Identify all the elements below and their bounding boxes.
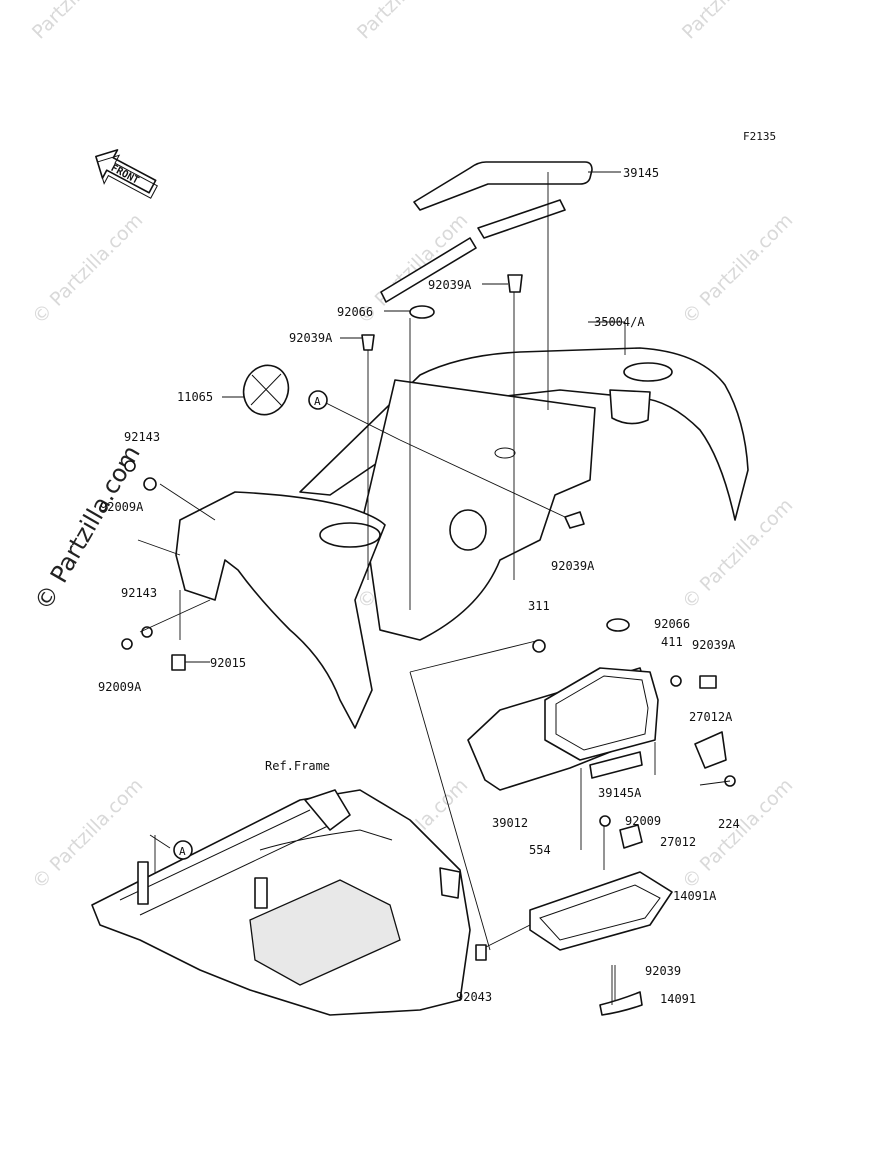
label-92039a-top: 92039A	[428, 278, 472, 292]
label-92039a-left: 92039A	[289, 331, 333, 345]
lid-14091a	[475, 731, 727, 1016]
svg-text:A: A	[314, 395, 321, 408]
rear-fender-35004a	[299, 347, 749, 641]
label-92143-top: 92143	[124, 430, 160, 444]
ref-marker-top: A	[308, 390, 328, 410]
label-27012a: 27012A	[689, 710, 733, 724]
watermark-6: © Partzilla.com	[678, 209, 797, 328]
part-labels: 39145 92039A 92066 92039A 35004/A 11065 …	[98, 166, 740, 1006]
leader-lines	[137, 171, 731, 1008]
watermark-1: Partzilla	[28, 0, 97, 44]
label-92009a-top: 92009A	[100, 500, 144, 514]
front-arrow-icon: FRONT	[95, 149, 158, 199]
watermark-9: © Partzilla.com	[28, 774, 147, 893]
carrier-rail-39145	[380, 161, 593, 303]
label-92143-bot: 92143	[121, 586, 157, 600]
label-311: 311	[528, 599, 550, 613]
label-411: 411	[661, 635, 683, 649]
label-92015: 92015	[210, 656, 246, 670]
fasteners	[121, 274, 736, 827]
watermark-2: Partzilla	[353, 0, 422, 44]
watermark-11: © Partzilla.com	[678, 774, 797, 893]
label-35004a: 35004/A	[594, 315, 645, 329]
label-554: 554	[529, 843, 551, 857]
label-39145a: 39145A	[598, 786, 642, 800]
svg-text:A: A	[179, 845, 186, 858]
figure-code: F2135	[743, 130, 776, 143]
grommet-11065	[242, 364, 290, 416]
label-224: 224	[718, 817, 740, 831]
label-39012: 39012	[492, 816, 528, 830]
label-92043: 92043	[456, 990, 492, 1004]
label-92039a-mid: 92039A	[551, 559, 595, 573]
label-27012: 27012	[660, 835, 696, 849]
label-39145: 39145	[623, 166, 659, 180]
reference-frame	[91, 789, 471, 1016]
label-92039: 92039	[645, 964, 681, 978]
label-92066-top: 92066	[337, 305, 373, 319]
side-fender-left	[175, 491, 386, 729]
label-ref-frame: Ref.Frame	[265, 759, 330, 773]
ref-marker-bottom: A	[173, 840, 193, 860]
storage-box-39012	[467, 667, 659, 791]
label-14091a: 14091A	[673, 889, 717, 903]
label-92039a-right: 92039A	[692, 638, 736, 652]
label-14091: 14091	[660, 992, 696, 1006]
label-11065: 11065	[177, 390, 213, 404]
label-92066-right: 92066	[654, 617, 690, 631]
label-92009a-bot: 92009A	[98, 680, 142, 694]
watermark-4: © Partzilla.com	[28, 209, 147, 328]
watermark-3: Partzilla	[678, 0, 747, 44]
label-92009: 92009	[625, 814, 661, 828]
